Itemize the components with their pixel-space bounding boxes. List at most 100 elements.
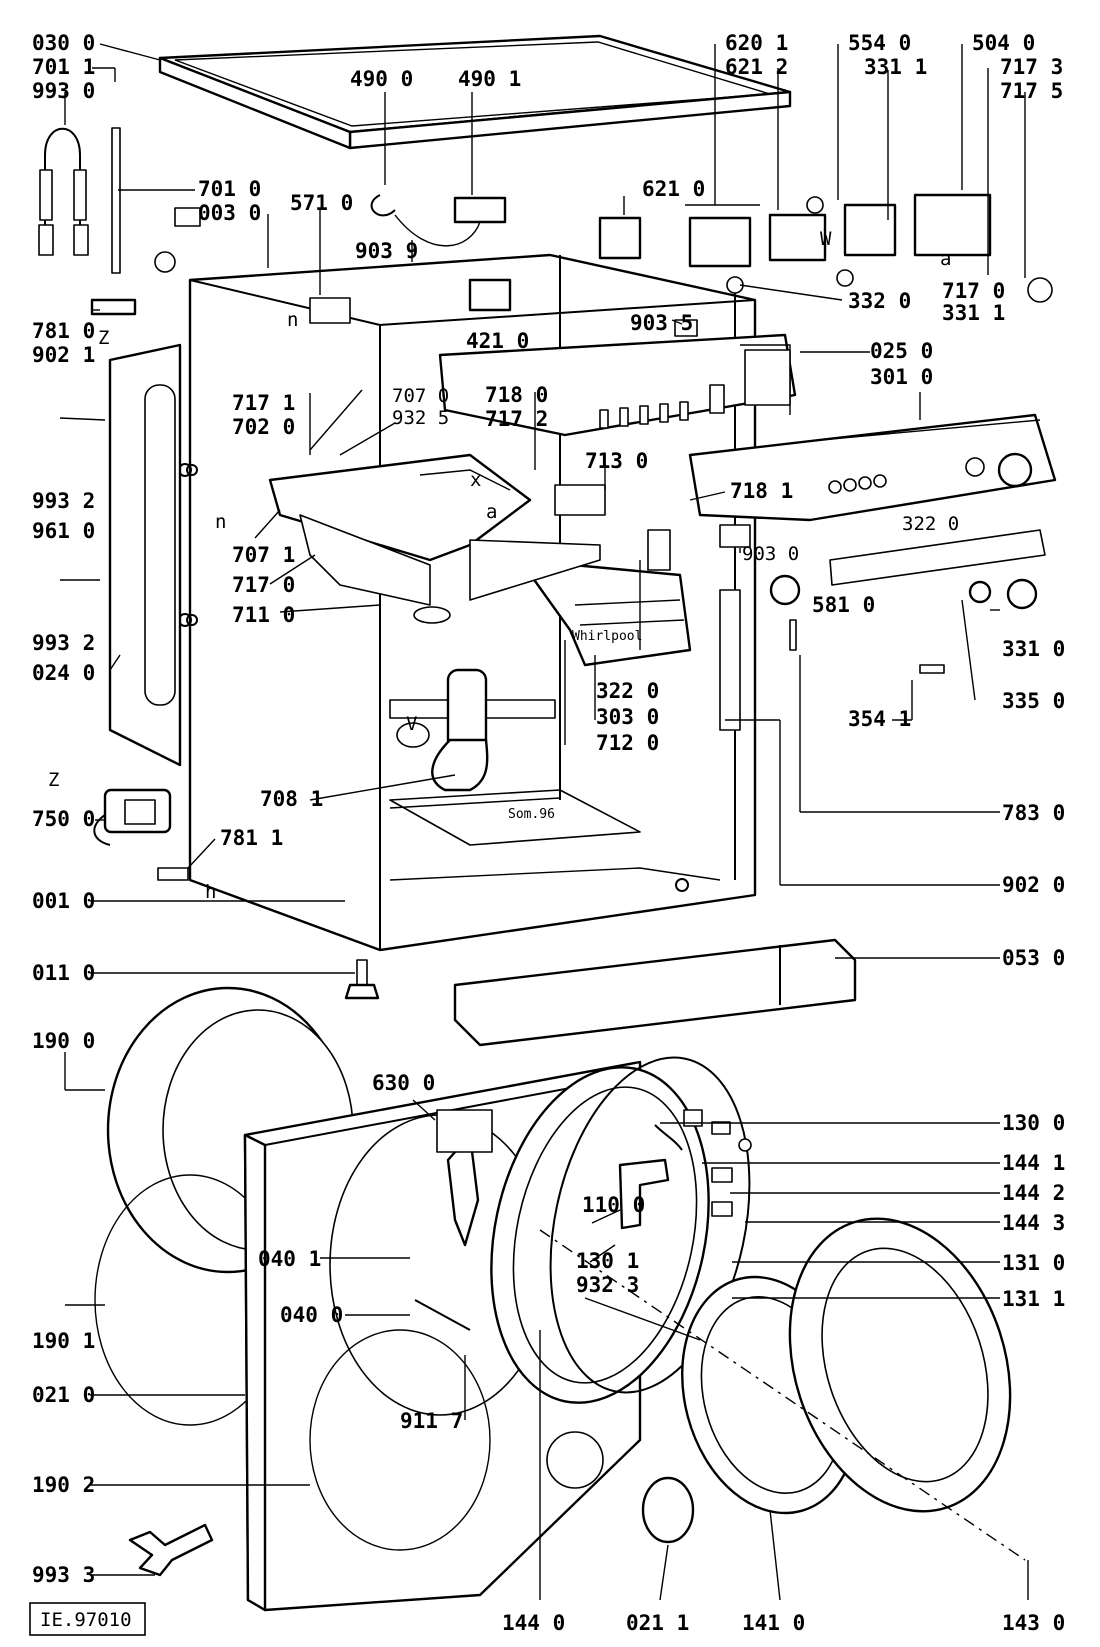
part-labels: 030 0 701 1 993 0 701 0 003 0 571 0 490 …	[32, 31, 1065, 1635]
label-301-0: 301 0	[870, 365, 933, 389]
label-781-1: 781 1	[220, 826, 283, 850]
marker-n-top: n	[287, 309, 298, 331]
plinth	[453, 938, 857, 1047]
label-331-1-bottom: 331 1	[942, 301, 1005, 325]
reference-code: IE.97010	[40, 1609, 132, 1631]
label-144-0: 144 0	[502, 1611, 565, 1635]
label-190-1: 190 1	[32, 1329, 95, 1353]
label-030-0: 030 0	[32, 31, 95, 55]
spring-components	[38, 127, 176, 316]
marker-v: V	[406, 713, 417, 735]
label-001-0: 001 0	[32, 889, 95, 913]
marker-n-left: n	[215, 511, 226, 533]
label-903-0: 903 0	[742, 543, 799, 565]
label-993-2-bottom: 993 2	[32, 631, 95, 655]
label-707-1: 707 1	[232, 543, 295, 567]
label-053-0: 053 0	[1002, 946, 1065, 970]
label-993-2-top: 993 2	[32, 489, 95, 513]
label-130-0: 130 0	[1002, 1111, 1065, 1135]
label-303-0: 303 0	[596, 705, 659, 729]
label-130-1: 130 1	[576, 1249, 639, 1273]
label-711-0: 711 0	[232, 603, 295, 627]
label-331-1-top: 331 1	[864, 55, 927, 79]
door-axis	[539, 1229, 1026, 1561]
label-717-0-top: 717 0	[942, 279, 1005, 303]
label-712-0: 712 0	[596, 731, 659, 755]
knob	[641, 1476, 695, 1544]
label-702-0: 702 0	[232, 415, 295, 439]
marker-z-top: Z	[98, 327, 109, 349]
label-131-1: 131 1	[1002, 1287, 1065, 1311]
label-003-0: 003 0	[198, 201, 261, 225]
label-024-0: 024 0	[32, 661, 95, 685]
label-621-0: 621 0	[642, 177, 705, 201]
dispenser-housing	[268, 453, 532, 606]
label-144-1: 144 1	[1002, 1151, 1065, 1175]
door-hinge	[618, 1124, 683, 1230]
label-335-0: 335 0	[1002, 689, 1065, 713]
label-332-0: 332 0	[848, 289, 911, 313]
side-panel	[108, 343, 198, 767]
label-021-0: 021 0	[32, 1383, 95, 1407]
label-718-0: 718 0	[485, 383, 548, 407]
label-993-3: 993 3	[32, 1563, 95, 1587]
label-131-0: 131 0	[1002, 1251, 1065, 1275]
label-717-1: 717 1	[232, 391, 295, 415]
label-903-5: 903 5	[630, 311, 693, 335]
top-cover	[158, 34, 792, 150]
decor-strip	[829, 529, 1046, 586]
brand-label: Whirlpool	[572, 629, 642, 644]
label-717-5: 717 5	[1000, 79, 1063, 103]
cabinet	[178, 253, 757, 952]
label-717-0-left: 717 0	[232, 573, 295, 597]
front-control-panel	[688, 413, 1057, 522]
label-911-7: 911 7	[400, 1409, 463, 1433]
label-011-0: 011 0	[32, 961, 95, 985]
label-144-2: 144 2	[1002, 1181, 1065, 1205]
label-630-0: 630 0	[372, 1071, 435, 1095]
label-322-0-strip: 322 0	[902, 513, 959, 535]
marker-h: h	[205, 881, 216, 903]
connection-markers: n n Z Z x a a W V h	[48, 228, 951, 903]
label-708-1: 708 1	[260, 787, 323, 811]
label-902-0: 902 0	[1002, 873, 1065, 897]
label-571-0: 571 0	[290, 191, 353, 215]
reference-code-box: IE.97010	[29, 1602, 146, 1636]
marker-a-selector: a	[940, 248, 951, 270]
wrench-tool	[128, 1523, 214, 1577]
marker-a-dispenser: a	[486, 501, 497, 523]
label-143-0: 143 0	[1002, 1611, 1065, 1635]
label-902-1: 902 1	[32, 343, 95, 367]
label-713-0: 713 0	[585, 449, 648, 473]
label-993-0: 993 0	[32, 79, 95, 103]
label-620-1: 620 1	[725, 31, 788, 55]
label-141-0: 141 0	[742, 1611, 805, 1635]
label-110-0: 110 0	[582, 1193, 645, 1217]
label-322-0-drawer: 322 0	[596, 679, 659, 703]
label-783-0: 783 0	[1002, 801, 1065, 825]
label-903-9: 903 9	[355, 239, 418, 263]
label-025-0: 025 0	[870, 339, 933, 363]
label-718-1: 718 1	[730, 479, 793, 503]
label-490-0: 490 0	[350, 67, 413, 91]
label-144-3: 144 3	[1002, 1211, 1065, 1235]
door-lock	[93, 788, 172, 846]
leader-lines	[59, 43, 1029, 1601]
label-021-1: 021 1	[626, 1611, 689, 1635]
electronic-components	[174, 193, 1053, 731]
door-gasket	[414, 1109, 493, 1331]
label-190-2: 190 2	[32, 1473, 95, 1497]
drain-hose	[396, 606, 489, 792]
label-701-0: 701 0	[198, 177, 261, 201]
label-781-0: 781 0	[32, 319, 95, 343]
label-504-0: 504 0	[972, 31, 1035, 55]
marker-w: W	[820, 228, 832, 250]
stamp-label: Som.96	[508, 807, 555, 822]
foot	[344, 959, 380, 1000]
label-621-2: 621 2	[725, 55, 788, 79]
label-421-0: 421 0	[466, 329, 529, 353]
label-701-1: 701 1	[32, 55, 95, 79]
hose-clip	[157, 867, 189, 881]
parts-artwork	[38, 34, 1057, 1612]
